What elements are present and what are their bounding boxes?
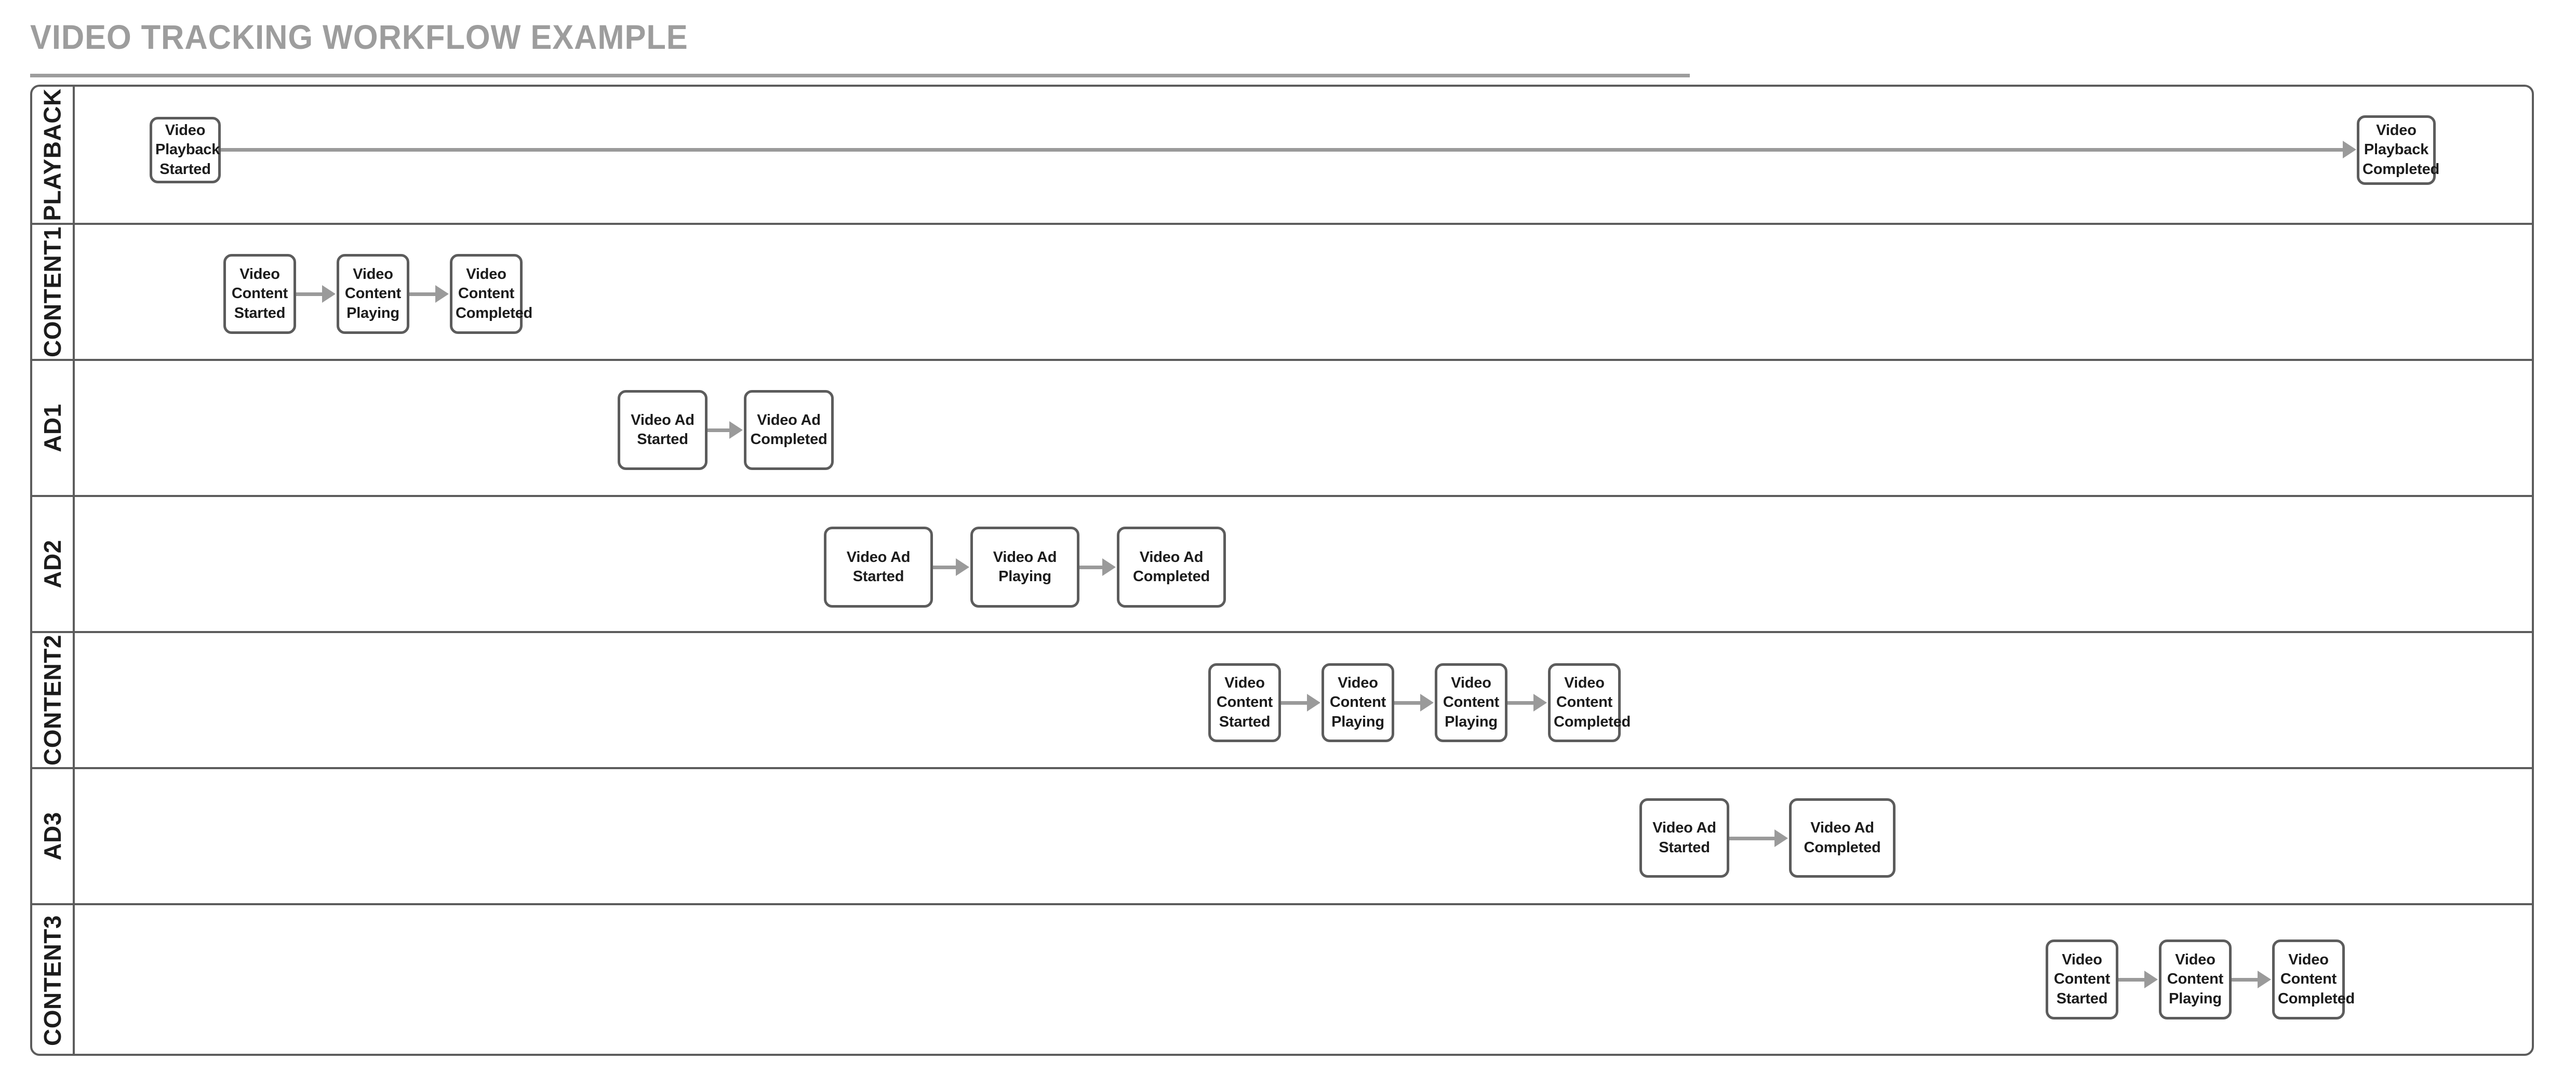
- swimlane-label-content2: CONTENT2: [39, 635, 66, 766]
- node-video-ad-started[interactable]: Video Ad Started: [1639, 798, 1729, 878]
- title-underline-rule: [30, 74, 1690, 77]
- connector-ad2-2: [1079, 566, 1102, 569]
- node-video-ad-playing[interactable]: Video Ad Playing: [970, 527, 1079, 608]
- connector-content2-1: [1281, 701, 1307, 705]
- swimlane-playback: PLAYBACK Video Playback Started Video Pl…: [32, 87, 2532, 223]
- swimlane-header-ad3: AD3: [32, 769, 75, 903]
- node-video-ad-completed[interactable]: Video Ad Completed: [1117, 527, 1226, 608]
- node-video-playback-completed[interactable]: Video Playback Completed: [2357, 115, 2439, 185]
- swimlane-label-content1: CONTENT1: [39, 226, 66, 357]
- node-video-content-playing[interactable]: Video Content Playing: [2159, 940, 2232, 1019]
- node-video-content-started[interactable]: Video Content Started: [223, 254, 296, 334]
- swimlane-container: PLAYBACK Video Playback Started Video Pl…: [30, 85, 2534, 1056]
- swimlane-body-playback: Video Playback Started Video Playback Co…: [75, 87, 2532, 223]
- swimlane-label-ad1: AD1: [39, 404, 66, 452]
- connector-arrowhead-content2-2: [1420, 694, 1434, 712]
- connector-arrowhead-ad2-1: [956, 558, 969, 576]
- node-video-content-completed[interactable]: Video Content Completed: [2272, 940, 2355, 1019]
- swimlane-label-ad2: AD2: [39, 540, 66, 588]
- swimlane-header-ad2: AD2: [32, 497, 75, 631]
- node-video-playback-started[interactable]: Video Playback Started: [150, 117, 221, 183]
- connector-arrowhead-content2-1: [1307, 694, 1320, 712]
- swimlane-content3: CONTENT3 Video Content Started Video Con…: [32, 903, 2532, 1056]
- swimlane-header-content1: CONTENT1: [32, 225, 75, 359]
- connector-arrowhead-ad3-1: [1774, 829, 1788, 847]
- connector-content2-2: [1394, 701, 1420, 705]
- node-video-content-started[interactable]: Video Content Started: [2046, 940, 2118, 1019]
- swimlane-header-playback: PLAYBACK: [32, 87, 75, 223]
- swimlane-ad1: AD1 Video Ad Started Video Ad Completed: [32, 359, 2532, 495]
- swimlane-content1: CONTENT1 Video Content Started Video Con…: [32, 223, 2532, 359]
- swimlane-ad2: AD2 Video Ad Started Video Ad Playing Vi…: [32, 495, 2532, 631]
- connector-arrowhead-ad1-1: [729, 421, 743, 439]
- connector-playback-started-to-completed: [221, 148, 2343, 152]
- connector-arrowhead-content1-1: [322, 285, 336, 303]
- swimlane-label-ad3: AD3: [39, 812, 66, 861]
- swimlane-body-ad1: Video Ad Started Video Ad Completed: [75, 361, 2532, 495]
- connector-ad3-1: [1729, 837, 1774, 840]
- connector-arrowhead-content2-3: [1533, 694, 1547, 712]
- connector-arrowhead-content3-2: [2258, 971, 2271, 988]
- node-video-ad-completed[interactable]: Video Ad Completed: [744, 390, 834, 470]
- swimlane-ad3: AD3 Video Ad Started Video Ad Completed: [32, 767, 2532, 903]
- page-title: VIDEO TRACKING WORKFLOW EXAMPLE: [30, 18, 688, 56]
- connector-ad2-1: [933, 566, 956, 569]
- swimlane-body-content2: Video Content Started Video Content Play…: [75, 633, 2532, 767]
- connector-content1-1: [296, 292, 322, 296]
- node-video-ad-completed[interactable]: Video Ad Completed: [1789, 798, 1896, 878]
- swimlane-header-content2: CONTENT2: [32, 633, 75, 767]
- swimlane-label-playback: PLAYBACK: [39, 88, 66, 221]
- node-video-content-started[interactable]: Video Content Started: [1208, 663, 1281, 742]
- swimlane-label-content3: CONTENT3: [39, 915, 66, 1046]
- connector-arrowhead-ad2-2: [1102, 558, 1116, 576]
- connector-content3-1: [2118, 978, 2144, 982]
- node-video-content-completed[interactable]: Video Content Completed: [450, 254, 532, 334]
- swimlane-header-content3: CONTENT3: [32, 905, 75, 1056]
- node-video-content-playing[interactable]: Video Content Playing: [337, 254, 409, 334]
- swimlane-content2: CONTENT2 Video Content Started Video Con…: [32, 631, 2532, 767]
- connector-content1-2: [409, 292, 435, 296]
- connector-arrowhead-playback: [2343, 141, 2356, 158]
- node-video-content-completed[interactable]: Video Content Completed: [1548, 663, 1631, 742]
- connector-content2-3: [1507, 701, 1533, 705]
- node-video-content-playing[interactable]: Video Content Playing: [1322, 663, 1394, 742]
- node-video-ad-started[interactable]: Video Ad Started: [618, 390, 708, 470]
- swimlane-body-content3: Video Content Started Video Content Play…: [75, 905, 2532, 1056]
- swimlane-header-ad1: AD1: [32, 361, 75, 495]
- node-video-ad-started[interactable]: Video Ad Started: [824, 527, 933, 608]
- swimlane-body-ad2: Video Ad Started Video Ad Playing Video …: [75, 497, 2532, 631]
- connector-content3-2: [2232, 978, 2258, 982]
- connector-arrowhead-content1-2: [435, 285, 449, 303]
- swimlane-body-ad3: Video Ad Started Video Ad Completed: [75, 769, 2532, 903]
- connector-ad1-1: [708, 428, 729, 432]
- node-video-content-playing[interactable]: Video Content Playing: [1435, 663, 1507, 742]
- connector-arrowhead-content3-1: [2144, 971, 2158, 988]
- swimlane-body-content1: Video Content Started Video Content Play…: [75, 225, 2532, 359]
